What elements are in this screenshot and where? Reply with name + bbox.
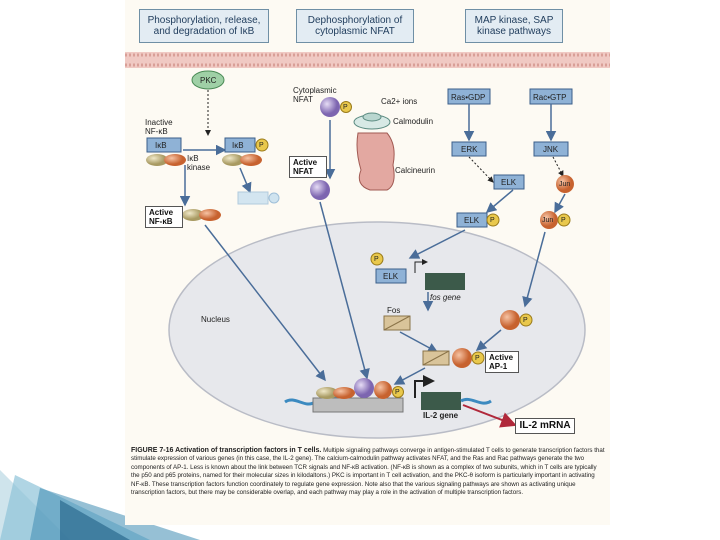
ca-ions-label: Ca2+ ions — [381, 97, 418, 106]
p-label-nfat: P — [343, 104, 348, 111]
erk-label: ERK — [461, 145, 478, 154]
transcription-arrow — [462, 404, 517, 428]
ras-gdp-label: Ras•GDP — [451, 93, 486, 102]
ikb-box-1 — [146, 137, 182, 153]
fos-label: Fos — [387, 306, 401, 315]
calmodulin-label: Calmodulin — [393, 117, 434, 126]
figure-caption: FIGURE 7-16 Activation of transcription … — [131, 447, 605, 497]
elk-box-1 — [493, 174, 525, 190]
p-label-promoter: P — [395, 389, 400, 396]
nucleus-compartment — [168, 221, 586, 439]
elk-label-3: ELK — [383, 272, 399, 281]
ap1-jun — [452, 348, 472, 368]
p-label-ikb: P — [259, 142, 264, 149]
figure-panel: Phosphorylation, release, and degradatio… — [125, 0, 610, 525]
caption-body: Multiple signaling pathways converge in … — [131, 447, 605, 497]
rac-gtp-label: Rac•GTP — [533, 93, 567, 102]
caption-title: FIGURE 7-16 Activation of transcription … — [131, 447, 322, 454]
calcineurin — [356, 132, 395, 191]
elk-box-3 — [375, 268, 407, 284]
il2-gene-label: IL-2 gene — [423, 411, 459, 420]
diagram-graphics — [125, 52, 610, 439]
active-nfkb-label: Active NF-κB — [145, 206, 183, 228]
degraded-ikb — [237, 191, 269, 205]
elk-label-2: ELK — [464, 216, 480, 225]
header-nfat-pathway: Dephosphorylation of cytoplasmic NFAT — [296, 9, 414, 43]
inactive-nfkb-label: Inactive NF-κB — [145, 118, 173, 136]
header-map-kinase: MAP kinase, SAP kinase pathways — [465, 9, 563, 43]
jun-3 — [500, 310, 520, 330]
il2-mrna-label: IL-2 mRNA — [515, 418, 575, 434]
fos-gene — [425, 273, 465, 290]
ikb-kinase-label: IκB kinase — [187, 154, 211, 172]
active-ap1-label: Active AP-1 — [485, 351, 519, 373]
ikb-label-2: IκB — [232, 141, 244, 150]
pkc-molecule — [191, 70, 225, 90]
jun-label-2: Jun — [542, 217, 554, 224]
erk-box — [451, 141, 487, 157]
jnk-label: JNK — [543, 145, 559, 154]
ikb-label-1: IκB — [155, 141, 167, 150]
active-nfat — [310, 180, 330, 200]
p-label-elk-nucleus: P — [374, 256, 379, 263]
cytoplasmic-nfat-label: Cytoplasmic NFAT — [293, 86, 337, 104]
active-nfat-label: Active NFAT — [289, 156, 327, 178]
fos-gene-label: fos gene — [430, 293, 461, 302]
jun-label-1: Jun — [559, 181, 571, 188]
ikb-box-2 — [224, 137, 256, 153]
il2-gene-block — [421, 392, 461, 410]
p-label-jun-nucleus: P — [523, 317, 528, 324]
il2-promoter — [312, 397, 404, 413]
elk-label-1: ELK — [501, 178, 517, 187]
cytoplasmic-nfat — [320, 97, 340, 117]
p-label-elk: P — [490, 217, 495, 224]
header-ikb-pathway: Phosphorylation, release, and degradatio… — [139, 9, 269, 43]
jnk-box — [533, 141, 569, 157]
p-label-ap1: P — [475, 355, 480, 362]
cell-membrane — [125, 52, 610, 68]
pkc-label: PKC — [200, 76, 217, 85]
calcineurin-label: Calcineurin — [395, 166, 436, 175]
nucleus-label: Nucleus — [201, 315, 230, 324]
p-label-jun: P — [561, 217, 566, 224]
jun-2 — [540, 211, 558, 229]
jun-1 — [556, 175, 574, 193]
